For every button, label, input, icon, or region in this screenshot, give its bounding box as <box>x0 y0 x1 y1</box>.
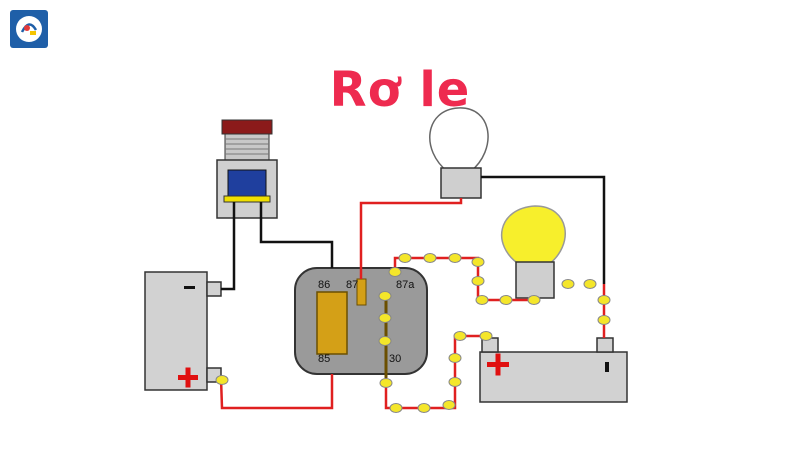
plus-sign-icon <box>178 367 198 388</box>
current-flow-markers <box>215 253 611 413</box>
pin-label-87: 87 <box>346 279 358 291</box>
load-battery <box>479 337 628 403</box>
relay-contact-87 <box>356 278 367 306</box>
pin-label-87a: 87a <box>396 279 415 291</box>
pin-label-30: 30 <box>389 353 401 365</box>
minus-sign-icon <box>184 286 195 289</box>
relay-body <box>294 267 428 378</box>
relay-coil <box>316 291 348 355</box>
pin-label-85: 85 <box>318 353 330 365</box>
bulb-on-icon <box>501 205 566 299</box>
minus-sign-icon <box>605 362 609 372</box>
plus-sign-icon <box>487 353 509 376</box>
wires-black <box>221 175 606 291</box>
brand-logo-icon <box>10 10 48 48</box>
page-title: Rơ le <box>329 62 471 118</box>
push-button-switch-icon <box>216 119 278 219</box>
control-battery <box>144 271 222 391</box>
pin-label-86: 86 <box>318 279 330 291</box>
bulb-off-icon <box>429 107 489 199</box>
